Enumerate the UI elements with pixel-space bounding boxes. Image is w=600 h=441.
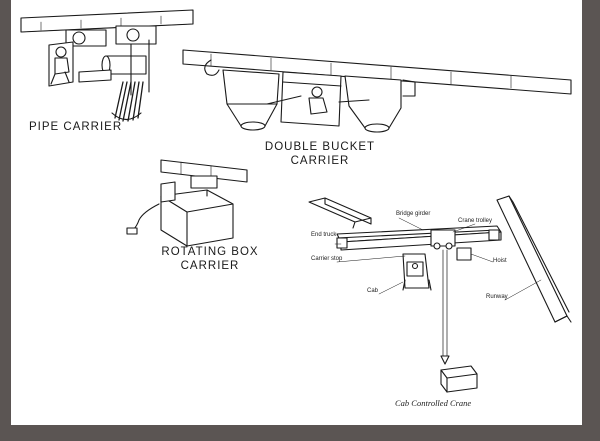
diagram-sheet: PIPE CARRIER DOUBLE BUCKET CARRIER ROTAT…	[11, 0, 582, 425]
rotating-box-label-line1: ROTATING BOX	[161, 246, 259, 258]
pipe-carrier-illustration	[20, 9, 194, 122]
rotating-box-label-line2: CARRIER	[180, 260, 240, 272]
crane-trolley-label: Crane trolley	[458, 218, 493, 224]
rotating-box-carrier-illustration	[126, 159, 248, 247]
carrier-stop-label: Carrier stop	[311, 256, 343, 262]
double-bucket-label-line1: DOUBLE BUCKET	[264, 141, 376, 153]
cab-controlled-crane-illustration	[308, 195, 572, 393]
double-bucket-label-line2: CARRIER	[290, 155, 350, 167]
hoist-label: Hoist	[493, 258, 507, 264]
end-truck-label: End truck	[311, 232, 337, 238]
crane-illustrations	[20, 9, 572, 393]
double-bucket-carrier-illustration	[182, 49, 572, 133]
runway-label: Runway	[486, 294, 508, 300]
figure-caption: Cab Controlled Crane	[395, 398, 472, 408]
bridge-girder-label: Bridge girder	[396, 211, 431, 217]
cab-label: Cab	[367, 288, 379, 294]
pipe-carrier-label: PIPE CARRIER	[29, 121, 123, 133]
